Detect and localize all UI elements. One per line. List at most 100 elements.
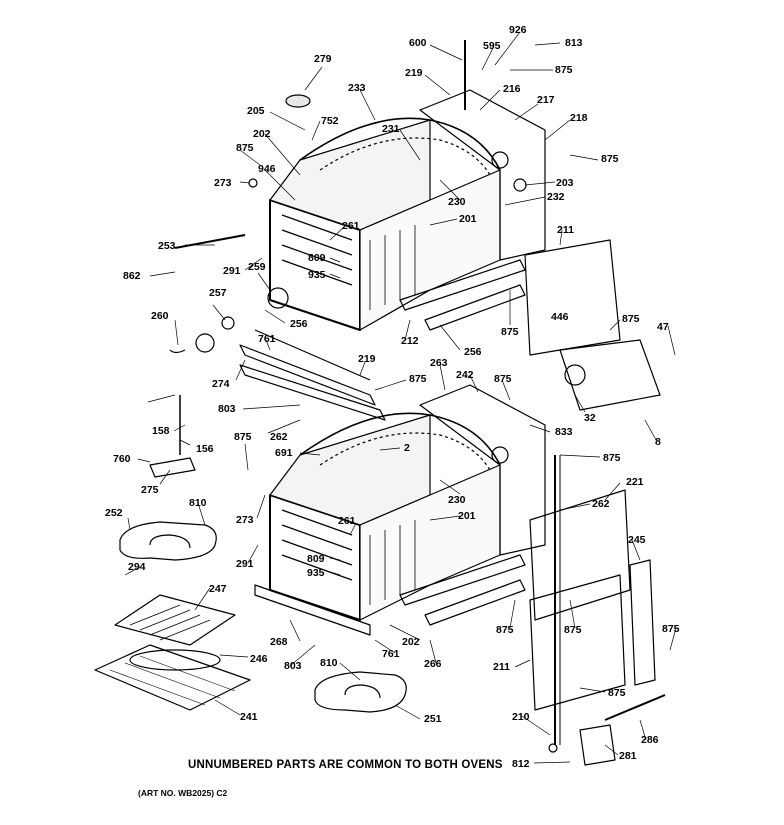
- part-label: 202: [253, 128, 271, 140]
- part-label: 875: [608, 687, 626, 699]
- part-label: 875: [409, 373, 427, 385]
- part-label: 291: [223, 265, 241, 277]
- part-label: 210: [512, 711, 530, 723]
- lower-back-panel: [419, 384, 546, 556]
- part-label: 875: [603, 452, 621, 464]
- part-label: 158: [152, 425, 170, 437]
- part-label: 595: [483, 40, 501, 52]
- lower-bottom-trim: [254, 554, 526, 636]
- door-trim-bars: [239, 329, 386, 421]
- part-label: 253: [158, 240, 176, 252]
- part-label: 47: [657, 321, 669, 333]
- part-label: 875: [564, 624, 582, 636]
- part-label: 245: [628, 534, 646, 546]
- part-label: 926: [509, 24, 527, 36]
- part-label: 263: [430, 357, 448, 369]
- lower-side-panels: [529, 455, 656, 745]
- part-label: 202: [402, 636, 420, 648]
- part-label: 262: [592, 498, 610, 510]
- part-label: 875: [494, 373, 512, 385]
- part-label: 279: [314, 53, 332, 65]
- part-label: 219: [405, 67, 423, 79]
- part-label: 281: [619, 750, 637, 762]
- part-label: 32: [584, 412, 596, 424]
- part-label: 935: [308, 269, 326, 281]
- part-label: 252: [105, 507, 123, 519]
- part-label: 205: [247, 105, 265, 117]
- part-label: 230: [448, 494, 466, 506]
- part-label: 600: [409, 37, 427, 49]
- part-label: 230: [448, 196, 466, 208]
- part-label: 203: [556, 177, 574, 189]
- upper-side-panel: [524, 239, 661, 411]
- part-label: 212: [401, 335, 419, 347]
- part-label: 803: [218, 403, 236, 415]
- broiler-pan: [114, 594, 236, 671]
- diagram-caption: UNNUMBERED PARTS ARE COMMON TO BOTH OVEN…: [188, 759, 503, 771]
- part-labels: 600 926 813 595 875 219 216 217 218 875 …: [105, 24, 680, 770]
- part-label: 266: [424, 658, 442, 670]
- part-label: 875: [555, 64, 573, 76]
- part-label: 2: [404, 442, 410, 454]
- part-label: 256: [464, 346, 482, 358]
- part-label: 268: [270, 636, 288, 648]
- bake-element-lower: [314, 671, 407, 713]
- part-label: 233: [348, 82, 366, 94]
- part-label: 294: [128, 561, 146, 573]
- part-label: 251: [424, 713, 442, 725]
- part-label: 217: [537, 94, 555, 106]
- part-label: 833: [555, 426, 573, 438]
- upper-oven-cavity: [269, 117, 501, 331]
- part-label: 812: [512, 758, 530, 770]
- part-label: 231: [382, 123, 400, 135]
- part-label: 875: [601, 153, 619, 165]
- part-label: 875: [501, 326, 519, 338]
- part-label: 760: [113, 453, 131, 465]
- part-label: 246: [250, 653, 268, 665]
- lower-oven-cavity: [269, 412, 501, 621]
- part-label: 221: [626, 476, 644, 488]
- part-label: 875: [662, 623, 680, 635]
- part-label: 262: [270, 431, 288, 443]
- part-label: 761: [382, 648, 400, 660]
- part-label: 156: [196, 443, 214, 455]
- part-label: 218: [570, 112, 588, 124]
- part-label: 691: [275, 447, 293, 459]
- part-label: 810: [189, 497, 207, 509]
- part-label: 809: [307, 553, 325, 565]
- part-label: 261: [342, 220, 360, 232]
- part-label: 257: [209, 287, 227, 299]
- art-number: (ART NO. WB2025) C2: [138, 788, 228, 798]
- part-label: 261: [338, 515, 356, 527]
- part-label: 446: [551, 311, 569, 323]
- part-label: 260: [151, 310, 169, 322]
- oven-rack: [94, 644, 251, 711]
- part-label: 813: [565, 37, 583, 49]
- broil-element-upper: [119, 521, 217, 561]
- part-label: 803: [284, 660, 302, 672]
- part-label: 273: [236, 514, 254, 526]
- leader-lines: [124, 31, 677, 764]
- part-label: 291: [236, 558, 254, 570]
- part-label: 273: [214, 177, 232, 189]
- part-label: 809: [308, 252, 326, 264]
- part-label: 946: [258, 163, 276, 175]
- part-label: 211: [493, 661, 510, 673]
- upper-bottom-trim: [399, 259, 526, 331]
- part-label: 875: [496, 624, 514, 636]
- part-label: 274: [212, 378, 230, 390]
- part-label: 935: [307, 567, 325, 579]
- small-parts: [149, 94, 666, 766]
- part-label: 247: [209, 583, 227, 595]
- part-label: 219: [358, 353, 376, 365]
- part-label: 201: [459, 213, 477, 225]
- part-label: 232: [547, 191, 565, 203]
- part-label: 259: [248, 261, 266, 273]
- part-label: 242: [456, 369, 474, 381]
- part-label: 201: [458, 510, 476, 522]
- part-label: 810: [320, 657, 338, 669]
- part-label: 8: [655, 436, 661, 448]
- part-label: 875: [622, 313, 640, 325]
